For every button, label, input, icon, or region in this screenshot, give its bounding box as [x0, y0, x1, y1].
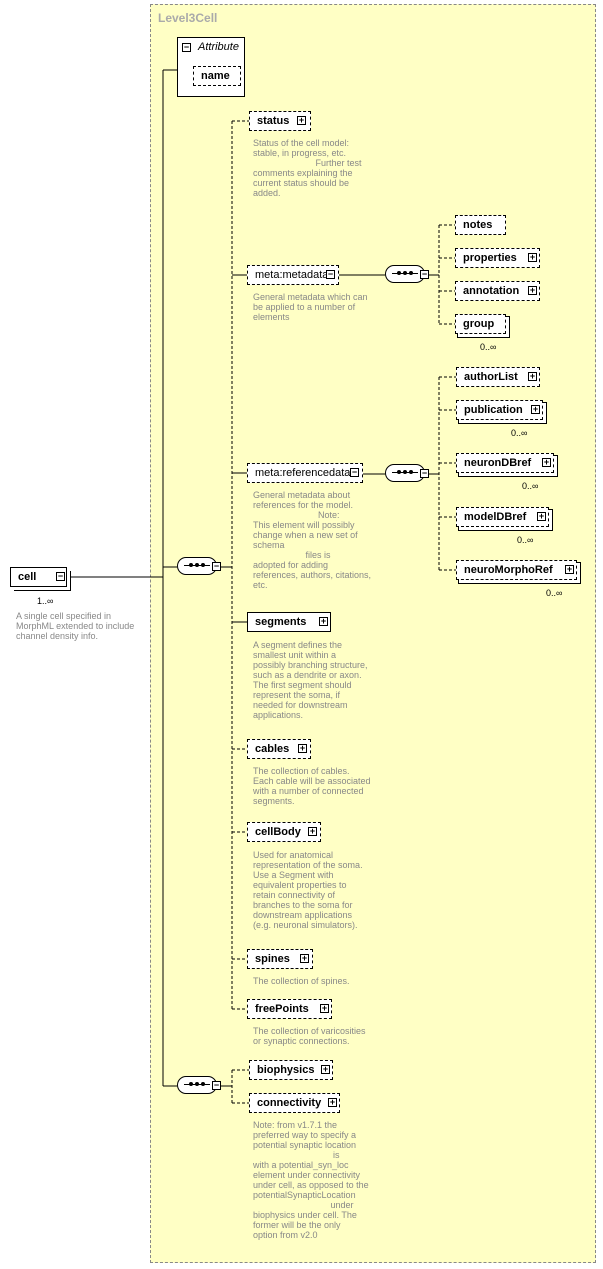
biophysics-element[interactable]: biophysics — [249, 1060, 333, 1080]
modeldbref-cardinality: 0..∞ — [517, 535, 534, 545]
notes-element[interactable]: notes — [455, 215, 506, 235]
connectivity-element[interactable]: connectivity — [249, 1093, 340, 1113]
cellbody-element[interactable]: cellBody — [247, 822, 321, 842]
freepoints-doc: The collection of varicosities or synapt… — [253, 1026, 366, 1046]
referencedata-collapse-icon[interactable]: − — [350, 467, 359, 477]
main-sequence-icon[interactable] — [177, 557, 217, 575]
authorlist-expand-icon[interactable]: + — [528, 371, 537, 381]
freepoints-element[interactable]: freePoints — [247, 999, 332, 1019]
spines-element[interactable]: spines — [247, 949, 313, 969]
spines-doc: The collection of spines. — [253, 976, 350, 986]
metadata-doc: General metadata which can be applied to… — [253, 292, 368, 322]
status-expand-icon[interactable]: + — [297, 115, 306, 125]
referencedata-sequence-collapse-icon[interactable]: − — [420, 468, 429, 478]
neurondbref-cardinality: 0..∞ — [522, 481, 539, 491]
publication-element[interactable]: publication — [456, 400, 543, 420]
cell-doc: A single cell specified in MorphML exten… — [16, 611, 135, 641]
metadata-sequence-icon[interactable] — [385, 265, 425, 283]
segments-doc: A segment defines the smallest unit with… — [253, 640, 368, 720]
cell-cardinality: 1..∞ — [37, 596, 54, 606]
referencedata-sequence-icon[interactable] — [385, 464, 425, 482]
cables-doc: The collection of cables. Each cable wil… — [253, 766, 371, 806]
neuromorphoref-expand-icon[interactable]: + — [565, 564, 574, 574]
annotation-element[interactable]: annotation — [455, 281, 540, 301]
modeldbref-element[interactable]: modelDBref — [456, 507, 549, 527]
publication-expand-icon[interactable]: + — [531, 404, 540, 414]
group-title: Level3Cell — [158, 11, 218, 25]
connectivity-expand-icon[interactable]: + — [328, 1097, 337, 1107]
neuromorphoref-cardinality: 0..∞ — [546, 588, 563, 598]
level3cell-group-panel — [150, 4, 596, 1263]
referencedata-doc: General metadata about references for th… — [253, 490, 372, 590]
cell-element[interactable]: cell — [10, 567, 67, 587]
meta-metadata-element[interactable]: meta:metadata — [247, 265, 339, 285]
biophysics-expand-icon[interactable]: + — [321, 1064, 330, 1074]
cables-expand-icon[interactable]: + — [298, 743, 307, 753]
secondary-sequence-collapse-icon[interactable]: − — [212, 1080, 221, 1090]
status-doc: Status of the cell model: stable, in pro… — [253, 138, 362, 198]
status-element[interactable]: status — [249, 111, 311, 131]
segments-expand-icon[interactable]: + — [319, 616, 328, 626]
authorlist-element[interactable]: authorList — [456, 367, 540, 387]
metadata-collapse-icon[interactable]: − — [326, 269, 335, 279]
metadata-sequence-collapse-icon[interactable]: − — [420, 269, 429, 279]
meta-referencedata-element[interactable]: meta:referencedata — [247, 463, 363, 483]
properties-element[interactable]: properties — [455, 248, 540, 268]
spines-expand-icon[interactable]: + — [300, 953, 309, 963]
segments-element[interactable]: segments — [247, 612, 331, 632]
group-element[interactable]: group — [455, 314, 506, 334]
cables-element[interactable]: cables — [247, 739, 311, 759]
cellbody-doc: Used for anatomical representation of th… — [253, 850, 363, 930]
modeldbref-expand-icon[interactable]: + — [537, 511, 546, 521]
main-sequence-collapse-icon[interactable]: − — [212, 561, 221, 571]
properties-expand-icon[interactable]: + — [528, 252, 537, 262]
secondary-sequence-icon[interactable] — [177, 1076, 217, 1094]
annotation-expand-icon[interactable]: + — [528, 285, 537, 295]
neuromorphoref-element[interactable]: neuroMorphoRef — [456, 560, 577, 580]
group-cardinality: 0..∞ — [480, 342, 497, 352]
attribute-collapse-icon[interactable]: − — [182, 42, 191, 52]
connectivity-doc: Note: from v1.7.1 the preferred way to s… — [253, 1120, 369, 1240]
cell-label: cell — [18, 571, 37, 583]
cellbody-expand-icon[interactable]: + — [308, 826, 317, 836]
cell-collapse-icon[interactable]: − — [56, 571, 65, 581]
neurondbref-expand-icon[interactable]: + — [542, 457, 551, 467]
neurondbref-element[interactable]: neuronDBref — [456, 453, 554, 473]
freepoints-expand-icon[interactable]: + — [320, 1003, 329, 1013]
attribute-title: Attribute — [198, 41, 239, 53]
name-attribute[interactable]: name — [193, 66, 241, 86]
publication-cardinality: 0..∞ — [511, 428, 528, 438]
